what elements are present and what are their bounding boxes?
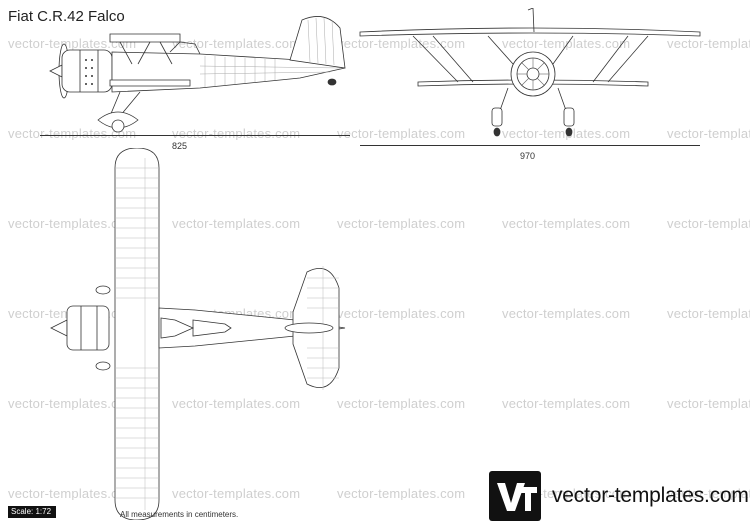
front-dimension-label: 970 — [520, 151, 536, 161]
watermark-text: vector-templates.com — [667, 216, 750, 230]
watermark-text: vector-templates.com — [337, 306, 466, 320]
side-dimension-label: 825 — [172, 141, 188, 151]
vt-logo-icon — [489, 471, 541, 521]
watermark-row: vector-templates.com vector-templates.com… — [0, 36, 750, 50]
measurement-note: All measurements in centimeters. — [120, 510, 239, 519]
watermark-row: vector-templates.com vector-templates.com… — [0, 216, 750, 230]
watermark-text: vector-templates.com — [502, 306, 631, 320]
top-view — [50, 148, 346, 520]
page-title: Fiat C.R.42 Falco — [8, 8, 125, 25]
watermark-text: vector-templates.com — [667, 486, 750, 500]
watermark-text: vector-templates.com — [172, 486, 301, 500]
watermark-text: vector-templates.com — [8, 216, 137, 230]
watermark-text: vector-templates.com — [172, 216, 301, 230]
watermark-text: vector-templates.com — [8, 396, 137, 410]
watermark-text: vector-templates.com — [502, 36, 631, 50]
logo-text: vector-templates.com — [552, 484, 749, 507]
watermark-text: vector-templates.com — [667, 36, 750, 50]
side-view — [49, 16, 346, 133]
watermark-text: vector-templates.com — [502, 396, 631, 410]
watermark-text: vector-templates.com — [8, 486, 137, 500]
front-view — [359, 8, 701, 137]
watermark-row: vector-templates.com vector-templates.com… — [0, 396, 750, 410]
watermark-text: vector-templates.com — [172, 126, 301, 140]
watermark-text: vector-templates.com — [172, 36, 301, 50]
side-dimension-line — [40, 135, 350, 136]
watermark-text: vector-templates.com — [337, 486, 466, 500]
scale-label: Scale: 1:72 — [8, 506, 56, 518]
watermark-text: vector-templates.com — [337, 126, 466, 140]
watermark-text: vector-templates.com — [172, 396, 301, 410]
watermark-text: vector-templates.com — [337, 216, 466, 230]
watermark-text: vector-templates.com — [667, 126, 750, 140]
watermark-text: vector-templates.com — [8, 36, 137, 50]
front-dimension-line — [360, 145, 700, 146]
vt-logo-mark — [497, 483, 537, 511]
watermark-text: vector-templates.com — [667, 396, 750, 410]
watermark-text: vector-templates.com — [667, 306, 750, 320]
watermark-text: vector-templates.com — [337, 36, 466, 50]
watermark-text: vector-templates.com — [8, 126, 137, 140]
watermark-text: vector-templates.com — [337, 396, 466, 410]
watermark-text: vector-templates.com — [502, 216, 631, 230]
